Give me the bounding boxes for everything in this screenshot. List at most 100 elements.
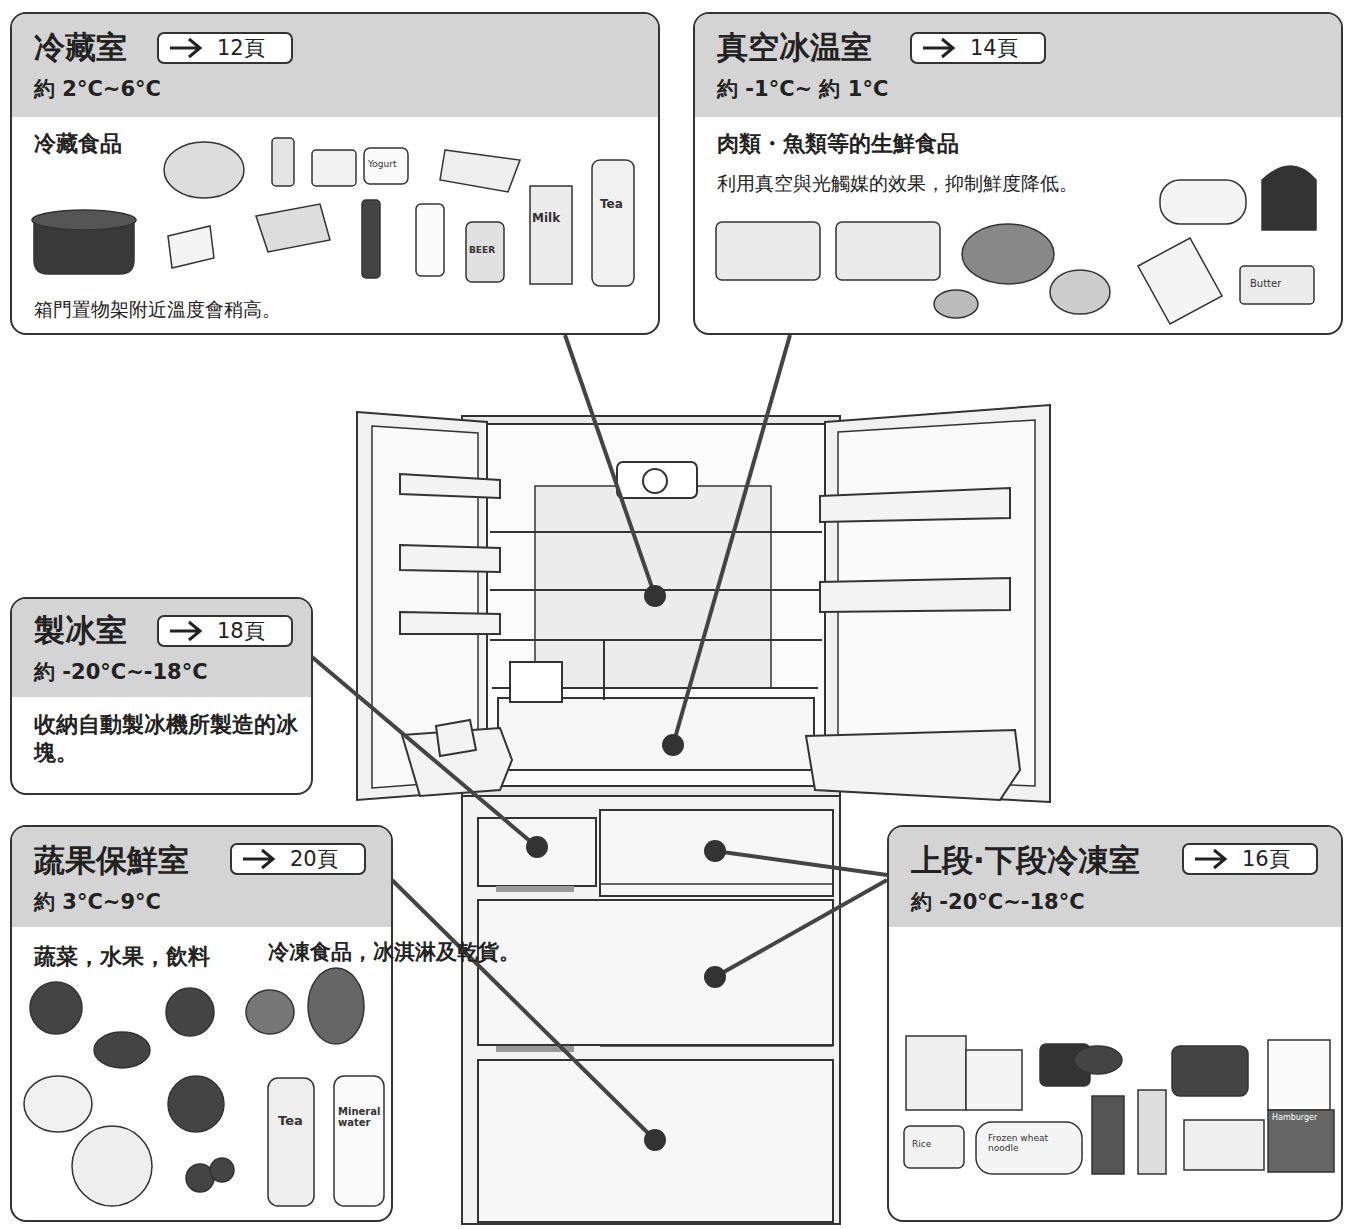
page-reference: 20頁 (230, 843, 366, 875)
fridge-lower (496, 886, 574, 892)
callout-title: 真空冰温室 (717, 28, 872, 67)
chilled-food-art (962, 224, 1054, 284)
fridge-upper (820, 578, 1010, 612)
page-arrow (167, 34, 207, 62)
page-arrow (920, 34, 960, 62)
leader-dots (526, 585, 726, 1151)
fridge-lower (478, 1060, 833, 1222)
vegetable-art (30, 982, 82, 1034)
vegetable-art (166, 988, 214, 1036)
fridge-upper (400, 545, 500, 572)
frozen-food-art (904, 1126, 964, 1168)
fridge-food-art (592, 160, 634, 286)
fridge-lower (600, 1045, 833, 1047)
vegetable-art (24, 1076, 92, 1132)
frozen-food-art (976, 1122, 1082, 1174)
chilled-food-art (1138, 238, 1222, 324)
leader-lines (392, 880, 655, 1140)
fridge-upper (603, 640, 605, 700)
frozen-food-art (1184, 1120, 1264, 1170)
fridge-food-art (32, 138, 634, 286)
storage-heading: 肉類・魚類等的生鮮食品 (717, 130, 959, 158)
leader-dots (704, 840, 726, 862)
fridge-food-art (312, 150, 356, 186)
fridge-lower (600, 810, 833, 896)
fridge-food-art (256, 204, 330, 252)
fridge-food-art (466, 222, 504, 282)
page-arrow (923, 39, 953, 57)
fridge-food-art (416, 204, 444, 276)
chilled-food-art (1050, 270, 1110, 314)
page-arrow (170, 622, 200, 640)
temperature-range: 約 3°C~9°C (34, 889, 161, 915)
fridge-upper (820, 488, 1010, 522)
chilled-food-art (1160, 180, 1246, 224)
page-arrow (1192, 845, 1232, 873)
storage-note: 箱門置物架附近溫度會稍高。 (34, 298, 281, 322)
vegetable-art (168, 1076, 224, 1132)
fridge-upper (643, 469, 667, 493)
fridge-upper (400, 612, 500, 634)
leader-dots (644, 1129, 666, 1151)
frozen-food-art (906, 1036, 966, 1110)
chilled-food-art (1240, 266, 1314, 304)
fridge-upper (510, 662, 562, 702)
page-arrow (243, 850, 273, 868)
storage-heading: 蔬菜，水果，飲料 (34, 943, 210, 971)
fridge-upper (535, 486, 771, 688)
page-reference: 16頁 (1182, 843, 1318, 875)
frozen-food-art (1268, 1040, 1330, 1110)
page-reference: 12頁 (157, 32, 293, 64)
fridge-food-art (364, 148, 408, 184)
fridge-upper (806, 730, 1020, 800)
vegetable-art (24, 968, 384, 1206)
page-arrow (240, 845, 280, 873)
fridge-food-art (440, 150, 520, 192)
storage-heading: 收納自動製冰機所製造的冰塊。 (34, 711, 304, 766)
leader-dots (644, 585, 666, 607)
frozen-food-art (966, 1050, 1022, 1110)
vegetable-art (268, 1078, 314, 1206)
vegetable-art (308, 968, 364, 1044)
temperature-range: 約 2°C~6°C (34, 76, 161, 102)
temperature-range: 約 -20°C~-18°C (34, 659, 208, 685)
vegetable-art (210, 1158, 234, 1182)
leader-dots (662, 734, 684, 756)
page-arrow (1195, 850, 1225, 868)
chilled-food-art (716, 166, 1316, 324)
fridge-upper (487, 424, 825, 786)
page-arrow (167, 617, 207, 645)
fridge-upper (436, 720, 476, 756)
leader-lines (312, 657, 537, 847)
page-number: 12頁 (217, 35, 265, 61)
vegetable-art (94, 1032, 150, 1068)
fridge-upper (462, 416, 840, 800)
page-number: 18頁 (217, 618, 265, 644)
leader-dots (526, 836, 548, 858)
frozen-food-art (1092, 1096, 1124, 1174)
chilled-food-art (1262, 166, 1316, 230)
vegetable-art (72, 1126, 152, 1206)
callout-box: 製冰室約 -20°C~-18°C 收納自動製冰機所製造的冰塊。 18頁 (10, 597, 313, 795)
page-reference: 14頁 (910, 32, 1046, 64)
fridge-upper (490, 639, 822, 641)
temperature-range: 約 -20°C~-18°C (911, 889, 1085, 915)
leader-lines (312, 335, 887, 1140)
frozen-food-art (1172, 1046, 1248, 1096)
page-arrow (170, 39, 200, 57)
page-number: 20頁 (290, 846, 338, 872)
fridge-food-art (530, 186, 572, 284)
leader-lines (715, 880, 887, 977)
chilled-food-art (836, 222, 940, 280)
callout-title: 上段·下段冷凍室 (911, 841, 1140, 880)
fridge-upper (498, 698, 814, 770)
page-number: 14頁 (970, 35, 1018, 61)
fridge-upper (400, 474, 500, 498)
fridge-upper (617, 462, 697, 498)
fridge-lower (478, 818, 596, 886)
temperature-range: 約 -1°C~ 約 1°C (717, 76, 888, 102)
callout-title: 製冰室 (34, 611, 127, 650)
leader-lines (673, 335, 790, 745)
